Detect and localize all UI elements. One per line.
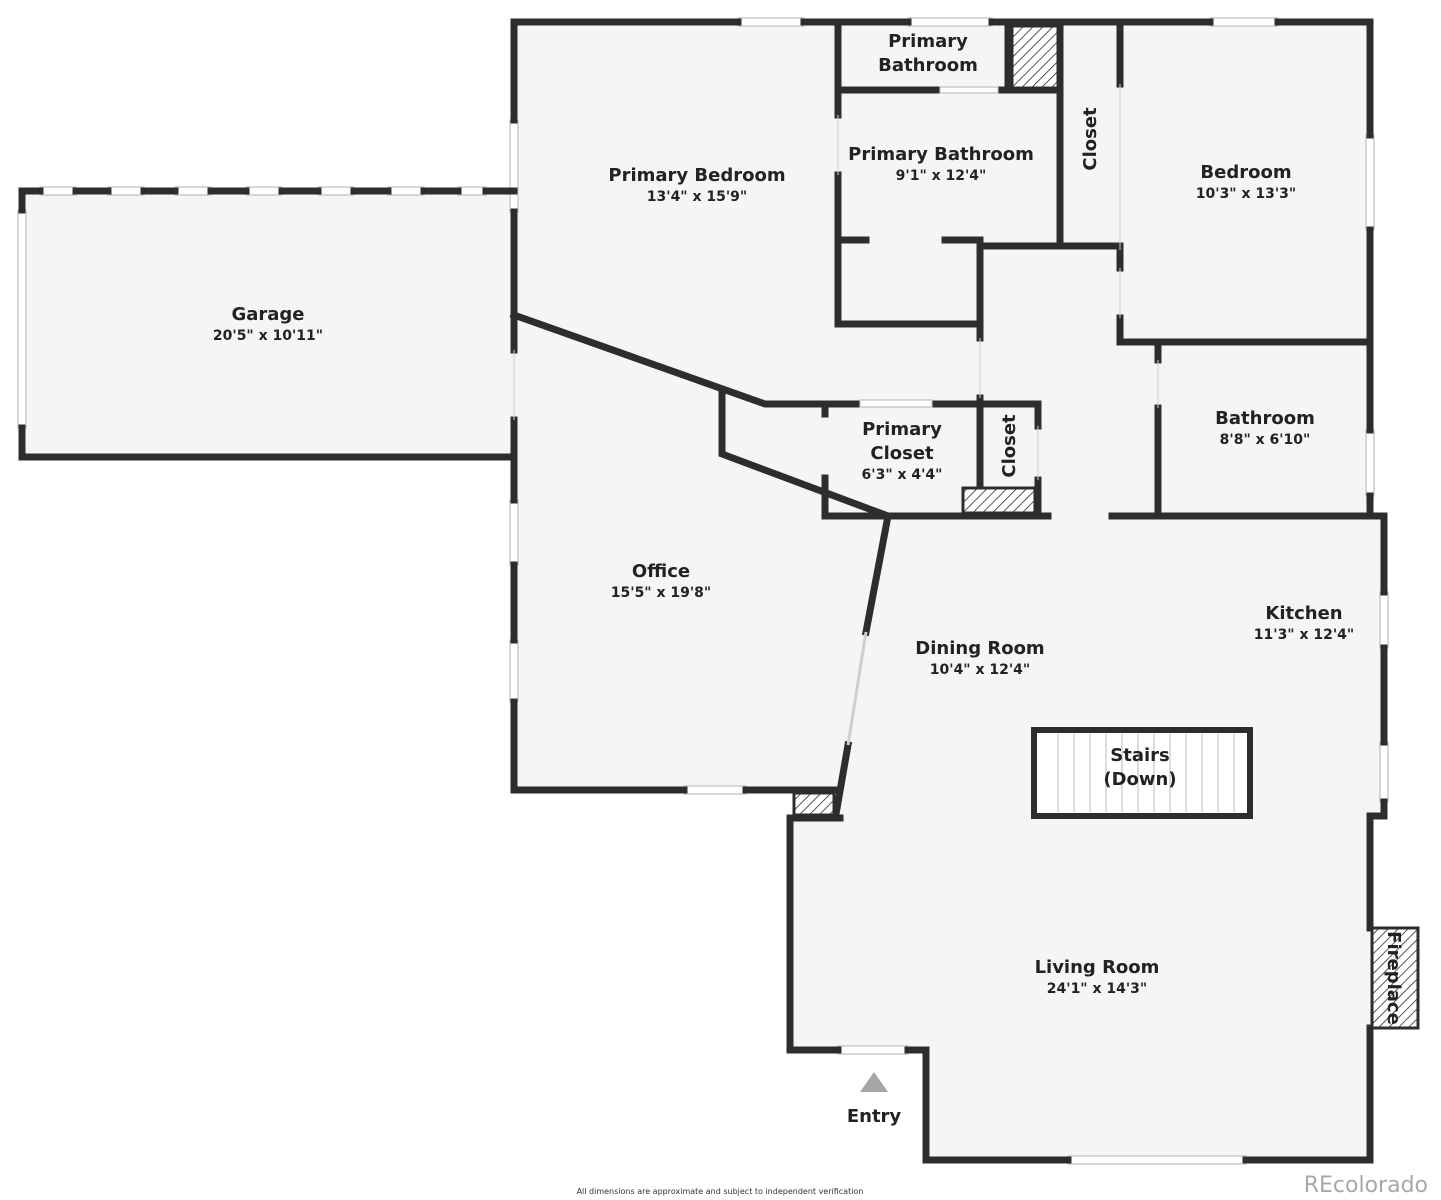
office-dimensions: 15'5" x 19'8" (611, 585, 711, 601)
floor-fills (22, 22, 1384, 1160)
bathroom-dimensions: 8'8" x 6'10" (1220, 432, 1311, 448)
openings (513, 84, 1159, 746)
primary-bathroom-small-name-line1: Primary (888, 31, 968, 52)
stairs-name-line2: (Down) (1103, 769, 1176, 790)
garage-dimensions: 20'5" x 10'11" (213, 328, 323, 344)
closet-mid-name: Closet (999, 414, 1020, 478)
stairs (1031, 727, 1253, 819)
dining-room-dimensions: 10'4" x 12'4" (930, 662, 1030, 678)
stairs-name-line1: Stairs (1110, 745, 1169, 766)
living-room-name: Living Room (1035, 957, 1160, 978)
primary-bedroom-name: Primary Bedroom (608, 165, 785, 186)
brand-logo: REcolorado (1304, 1173, 1428, 1198)
bedroom-name: Bedroom (1200, 162, 1291, 183)
office-name: Office (632, 561, 690, 582)
bedroom-dimensions: 10'3" x 13'3" (1196, 186, 1296, 202)
house-floor (514, 22, 1384, 1160)
walls (18, 18, 1388, 1164)
primary-closet-name-line1: Primary (862, 419, 942, 440)
living-room-dimensions: 24'1" x 14'3" (1047, 981, 1147, 997)
entry-arrow-icon (860, 1072, 888, 1092)
kitchen-name: Kitchen (1265, 603, 1342, 624)
primary-bathroom-name: Primary Bathroom (848, 144, 1034, 165)
primary-bathroom-dimensions: 9'1" x 12'4" (896, 168, 987, 184)
garage-name: Garage (231, 304, 304, 325)
labels: Garage 20'5" x 10'11" Primary Bedroom 13… (213, 31, 1404, 1127)
fireplace-name: Fireplace (1383, 931, 1404, 1025)
disclaimer-text: All dimensions are approximate and subje… (577, 1187, 864, 1196)
primary-closet-dimensions: 6'3" x 4'4" (862, 467, 943, 483)
closet-top-name: Closet (1080, 107, 1101, 171)
kitchen-dimensions: 11'3" x 12'4" (1254, 627, 1354, 643)
primary-bathroom-small-name-line2: Bathroom (878, 55, 978, 76)
entry-label: Entry (847, 1106, 902, 1127)
bathroom-name: Bathroom (1215, 408, 1315, 429)
dining-room-name: Dining Room (915, 638, 1044, 659)
hatched-areas (792, 24, 1420, 1030)
primary-bedroom-dimensions: 13'4" x 15'9" (647, 189, 747, 205)
garage-floor (22, 191, 514, 457)
primary-closet-name-line2: Closet (870, 443, 934, 464)
fireplace-box (1370, 926, 1420, 1030)
